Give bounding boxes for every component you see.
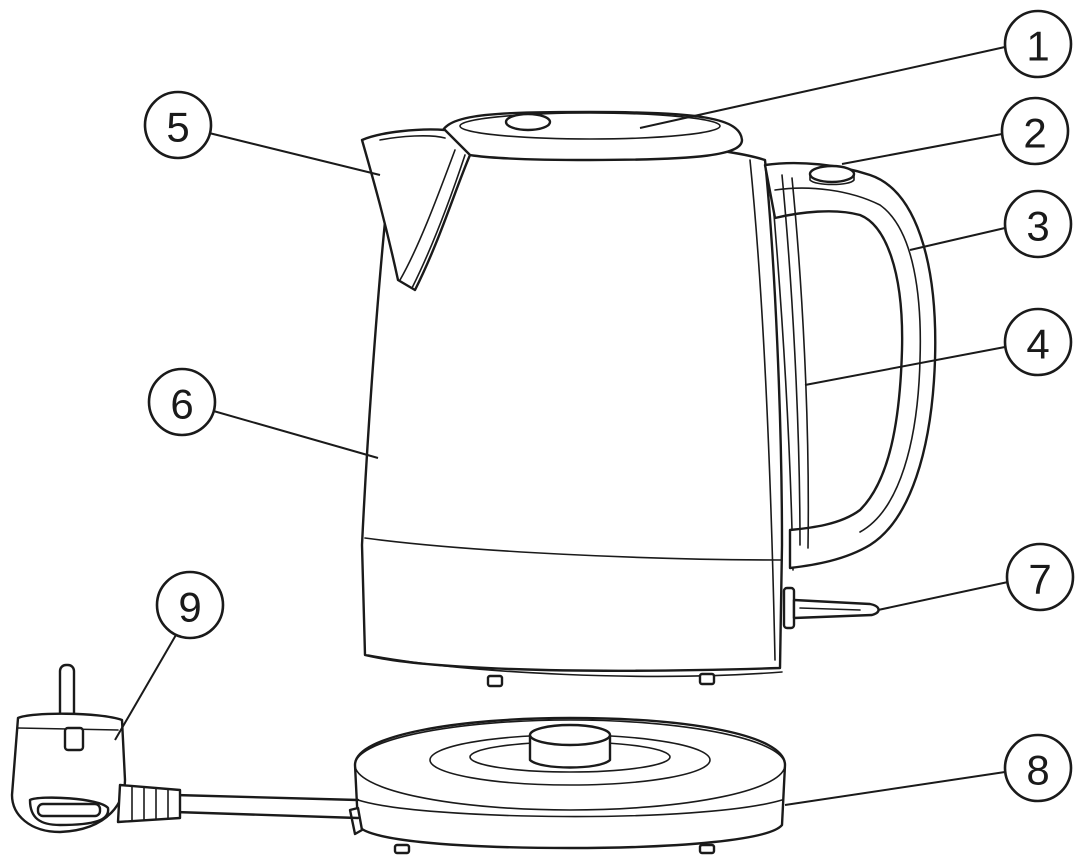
callout-1-label: 1	[1026, 23, 1049, 70]
leader-3	[909, 227, 1006, 251]
callout-9-label: 9	[178, 584, 201, 631]
callout-7: 7	[1005, 542, 1075, 612]
callout-2-label: 2	[1023, 110, 1046, 157]
callout-9: 9	[155, 570, 225, 640]
leader-lines	[114, 46, 1009, 806]
leader-7	[877, 581, 1009, 611]
callout-3-label: 3	[1026, 203, 1049, 250]
leader-5	[204, 131, 381, 176]
water-window	[781, 174, 810, 549]
leader-8	[784, 771, 1006, 806]
callout-4-label: 4	[1026, 321, 1049, 368]
callout-5: 5	[143, 90, 213, 160]
power-cord	[173, 793, 360, 820]
kettle-spout	[360, 128, 472, 292]
callout-4: 4	[1003, 307, 1073, 377]
leader-2	[841, 133, 1003, 165]
on-off-lever	[782, 586, 880, 630]
leader-6	[209, 409, 379, 459]
mains-plug	[10, 663, 182, 834]
callout-8-label: 8	[1026, 747, 1049, 794]
leader-4	[804, 346, 1006, 386]
leader-9	[114, 627, 181, 741]
callout-1: 1	[1003, 9, 1073, 79]
kettle-body	[360, 146, 794, 678]
callout-3: 3	[1003, 189, 1073, 259]
kettle-feet	[486, 672, 716, 688]
callout-7-label: 7	[1028, 556, 1051, 603]
callout-2: 2	[1000, 96, 1070, 166]
kettle-lid	[438, 110, 744, 162]
callout-6: 6	[147, 367, 217, 437]
callout-5-label: 5	[166, 104, 189, 151]
kettle-handle	[763, 161, 937, 570]
power-base	[348, 716, 787, 855]
callout-8: 8	[1003, 733, 1073, 803]
leader-1	[639, 46, 1006, 129]
callout-6-label: 6	[170, 381, 193, 428]
